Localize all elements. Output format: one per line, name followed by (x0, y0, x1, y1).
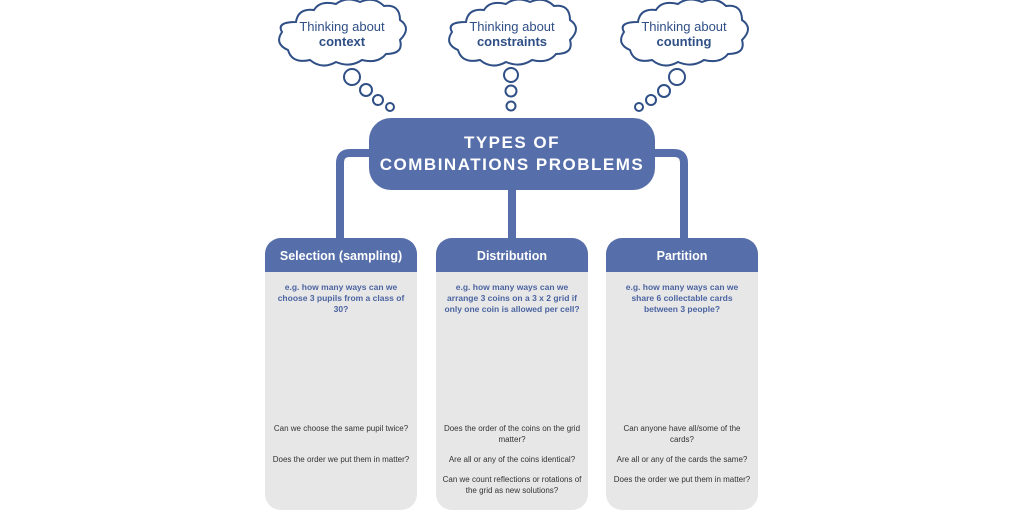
thought-constraints-line2: constraints (476, 34, 548, 49)
thought-cloud-context (278, 0, 407, 112)
card-distribution: Distribution e.g. how many ways can we a… (436, 238, 588, 510)
thought-counting: Thinking about counting (624, 19, 744, 49)
card-partition-question-3: Does the order we put them in matter? (613, 475, 751, 484)
thought-constraints: Thinking about constraints (452, 19, 572, 49)
card-partition-question-2: Are all or any of the cards the same? (616, 455, 748, 464)
thought-context-line2: context (318, 34, 366, 49)
thought-counting-line1: Thinking about (641, 19, 727, 34)
main-title-line1: TYPES OF (463, 133, 561, 152)
card-partition-heading: Partition (606, 238, 758, 272)
thought-cloud-counting (620, 0, 749, 112)
thought-context: Thinking about context (282, 19, 402, 49)
card-selection-question-1: Can we choose the same pupil twice? (273, 424, 409, 433)
thought-constraints-line1: Thinking about (469, 19, 555, 34)
card-distribution-question-2: Are all or any of the coins identical? (448, 455, 576, 464)
card-partition-question-1: Can anyone have all/some of the cards? (623, 424, 741, 444)
card-selection-example: e.g. how many ways can we choose 3 pupil… (277, 282, 405, 314)
card-distribution-question-3: Can we count reflections or rotations of… (442, 475, 582, 495)
thought-counting-line2: counting (656, 34, 712, 49)
card-distribution-question-1: Does the order of the coins on the grid … (443, 424, 581, 444)
card-partition-example: e.g. how many ways can we share 6 collec… (625, 282, 739, 314)
thought-cloud-constraints (448, 0, 577, 112)
card-selection: Selection (sampling) e.g. how many ways … (265, 238, 417, 510)
connector-lines (336, 149, 688, 242)
card-distribution-heading: Distribution (436, 238, 588, 272)
thought-context-line1: Thinking about (299, 19, 385, 34)
card-distribution-example: e.g. how many ways can we arrange 3 coin… (444, 282, 580, 314)
card-partition: Partition e.g. how many ways can we shar… (606, 238, 758, 510)
card-selection-question-2: Does the order we put them in matter? (272, 455, 410, 464)
main-title-line2: COMBINATIONS PROBLEMS (379, 155, 645, 174)
main-title: TYPES OF COMBINATIONS PROBLEMS (369, 118, 655, 190)
card-selection-heading: Selection (sampling) (265, 238, 417, 272)
